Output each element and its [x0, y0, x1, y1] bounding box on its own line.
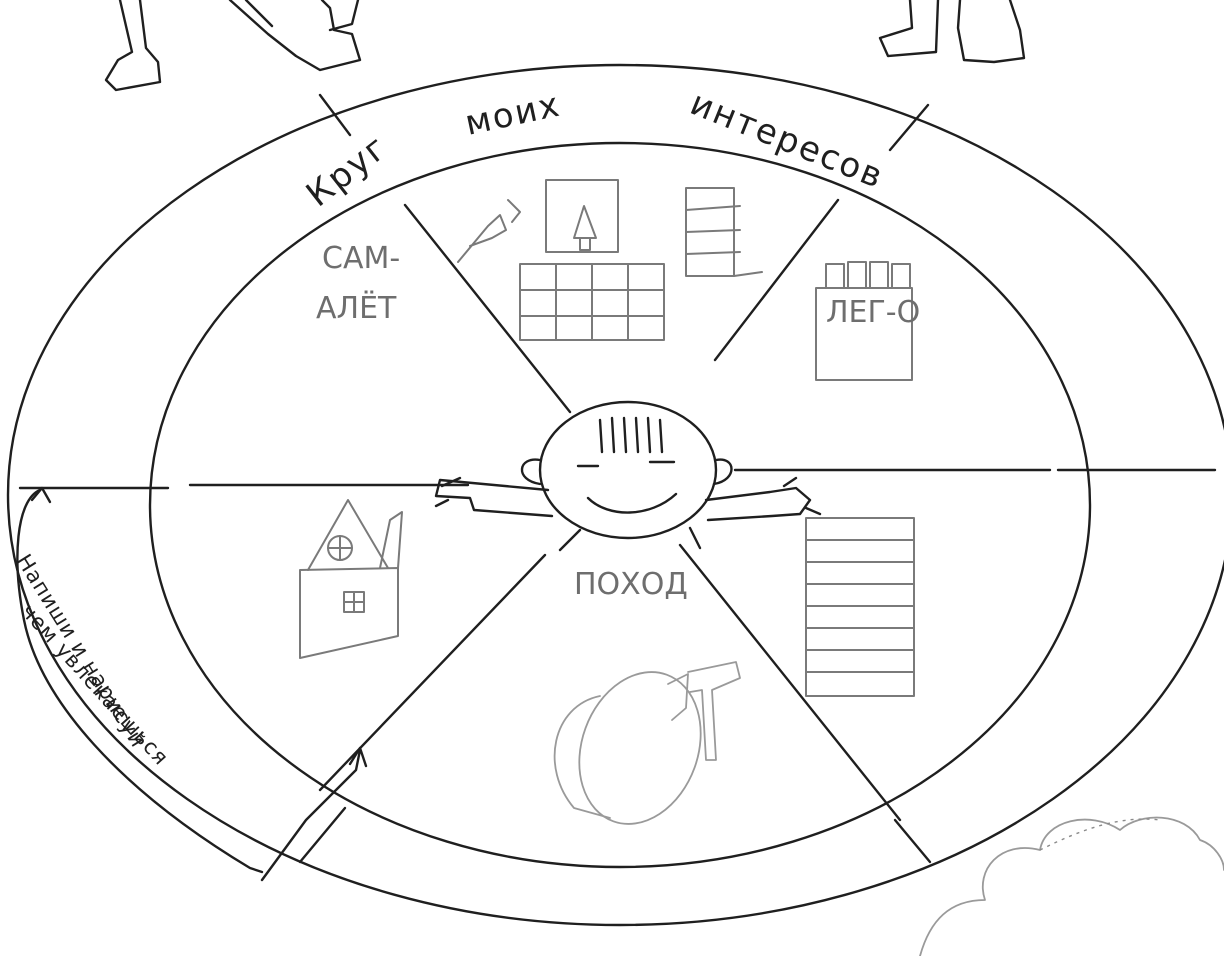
sector-lego: ЛЕГ-О — [816, 262, 920, 380]
cloud-outline — [920, 818, 1224, 956]
sector-building — [520, 180, 762, 340]
child-figure — [436, 402, 820, 550]
circle-of-interests — [8, 65, 1224, 925]
title-word-2: моих — [462, 85, 565, 144]
sector-hiking: ПОХОД — [555, 567, 740, 841]
sector-house — [300, 500, 402, 658]
hiking-label: ПОХОД — [574, 567, 688, 602]
figure-legs-left — [106, 0, 360, 90]
title-word-1: Круг — [299, 127, 396, 215]
sector-airplane: САМ- АЛЁТ — [316, 200, 520, 326]
lego-label: ЛЕГ-О — [826, 295, 920, 330]
figure-legs-right — [880, 0, 1024, 62]
sector-bookcase — [806, 518, 914, 696]
airplane-label-2: АЛЁТ — [316, 290, 397, 326]
airplane-label-1: САМ- — [322, 241, 400, 276]
